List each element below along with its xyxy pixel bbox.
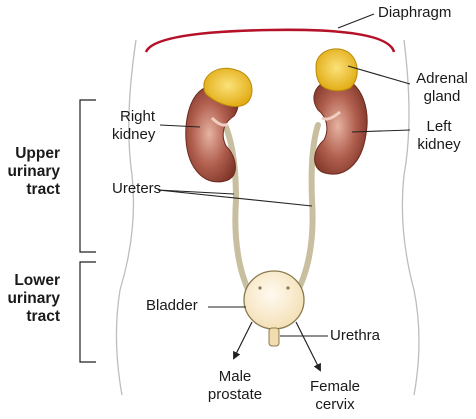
left-kidney-leader [351, 129, 411, 133]
left-kidney-label-line2: kidney [417, 136, 461, 153]
adrenal-gland-label-line1: Adrenal [416, 70, 468, 87]
upper-tract-line1: Upper [15, 145, 60, 162]
right-ureter [222, 122, 255, 301]
left-kidney-label: Left kidney [408, 118, 470, 154]
lower-tract-bracket [79, 261, 96, 363]
right-kidney-label: Right kidney [112, 108, 155, 144]
female-cervix-arrow [295, 321, 321, 372]
left-adrenal-shape [315, 48, 358, 92]
bladder-ureter-opening-left [258, 286, 262, 290]
male-prostate-label-line2: prostate [207, 386, 263, 403]
bladder-ureter-opening-right [286, 286, 290, 290]
right-kidney-label-line1: Right [120, 108, 156, 125]
upper-tract-bracket [79, 99, 96, 253]
ureters-leader-2 [157, 189, 313, 207]
diaphragm-line [144, 28, 396, 53]
left-ureter [291, 122, 321, 301]
body-outline-left [115, 39, 137, 396]
body-outline-right [401, 39, 420, 396]
lower-urinary-tract-label: Lower urinary tract [0, 272, 60, 326]
female-cervix-label-line1: Female [309, 378, 361, 395]
left-kidney-shape [313, 77, 368, 175]
right-kidney-pelvis [210, 116, 229, 127]
upper-urinary-tract-label: Upper urinary tract [0, 145, 60, 199]
urethra-shape [268, 327, 280, 347]
diaphragm-label: Diaphragm [378, 4, 452, 21]
lower-tract-line3: tract [26, 308, 60, 325]
adrenal-gland-label-line2: gland [423, 88, 461, 105]
female-cervix-label: Female cervix [300, 378, 370, 414]
male-prostate-arrow [233, 321, 253, 360]
right-adrenal-shape [203, 67, 253, 107]
adrenal-leader [347, 65, 411, 85]
right-kidney-label-line2: kidney [112, 126, 156, 143]
urethra-label: Urethra [330, 327, 381, 344]
female-cervix-label-line2: cervix [315, 396, 355, 413]
left-kidney-pelvis [321, 110, 341, 121]
ureters-label: Ureters [112, 180, 162, 197]
right-kidney-leader [159, 124, 201, 128]
male-prostate-label: Male prostate [198, 368, 272, 404]
male-prostate-label-line1: Male [218, 368, 252, 385]
lower-tract-line2: urinary [7, 290, 60, 307]
bladder-label: Bladder [146, 297, 198, 314]
adrenal-gland-label: Adrenal gland [412, 70, 472, 106]
left-kidney-label-line1: Left [426, 118, 452, 135]
diaphragm-leader [337, 13, 375, 29]
bladder-shape [243, 270, 305, 330]
lower-tract-line1: Lower [14, 272, 60, 289]
upper-tract-line3: tract [26, 181, 60, 198]
right-kidney-shape [185, 85, 239, 183]
upper-tract-line2: urinary [7, 163, 60, 180]
ureters-leader-1 [157, 189, 235, 195]
